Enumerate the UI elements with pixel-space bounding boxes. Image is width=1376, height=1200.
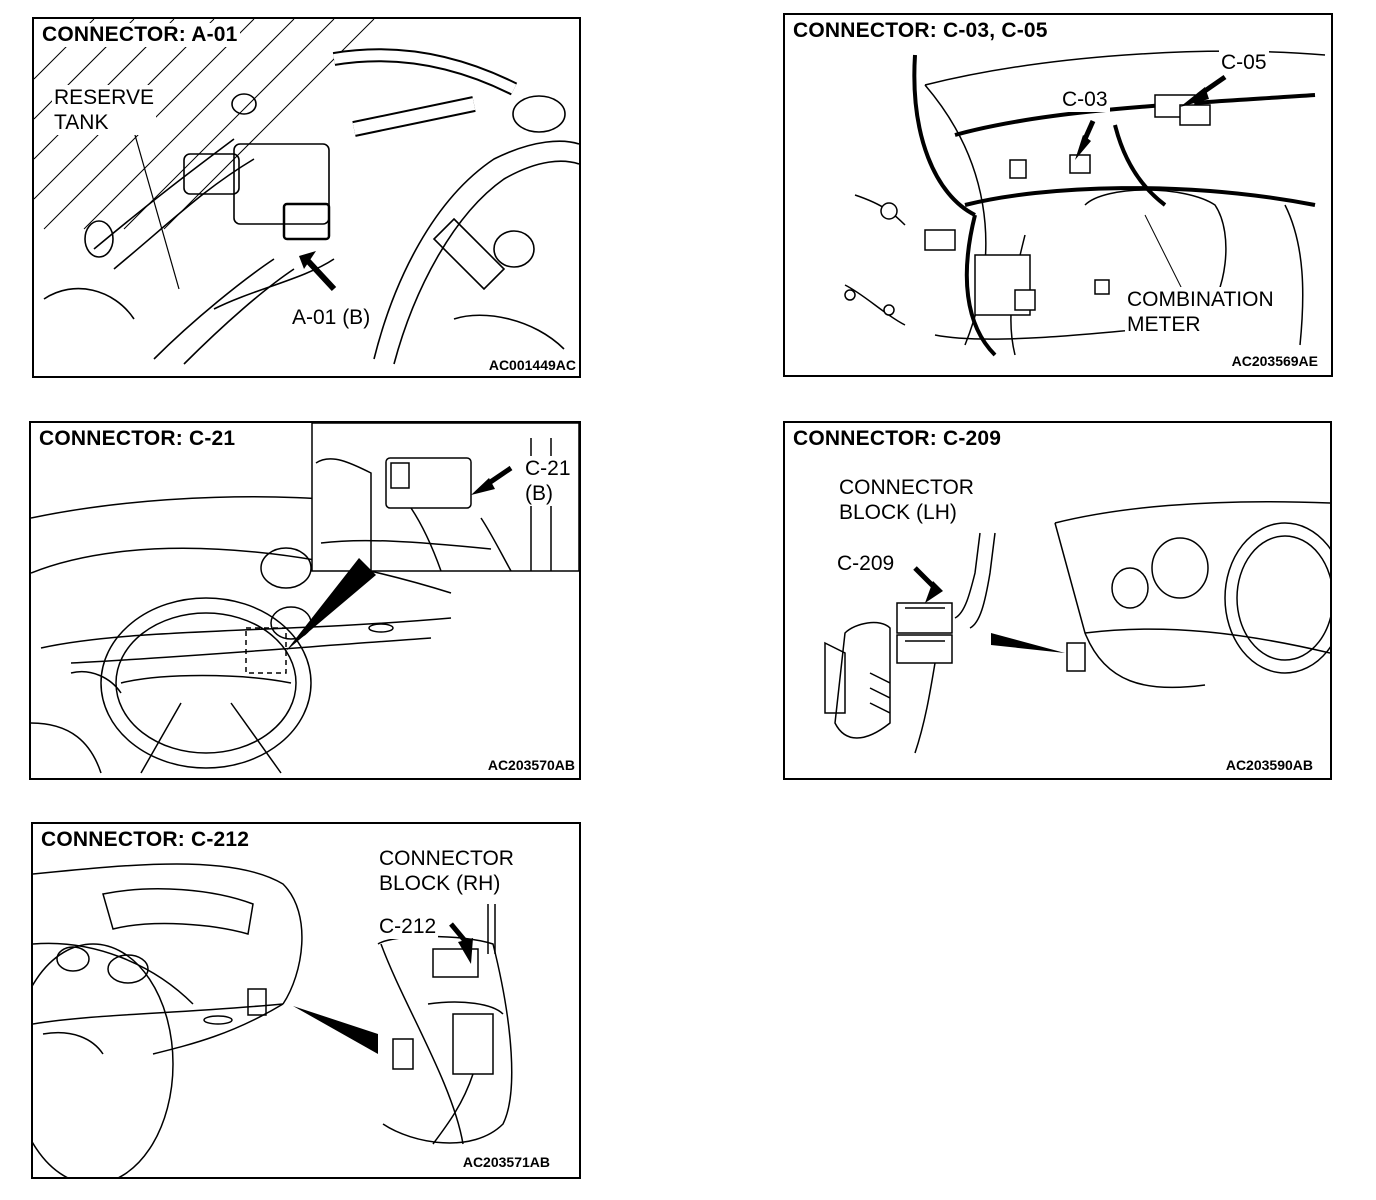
harness-drawing [785, 15, 1331, 375]
figure-code: AC203569AE [1230, 353, 1319, 369]
connector-c209-label: C-209 [835, 551, 897, 576]
panel-connector-c212: CONNECTOR: C-212 CONNECTOR BLOCK (RH) C-… [31, 822, 581, 1179]
connector-block-lh-drawing [785, 423, 1330, 778]
c05-label: C-05 [1219, 50, 1269, 75]
panel-title: CONNECTOR: C-03, C-05 [791, 19, 1050, 43]
reserve-tank-label: RESERVE TANK [52, 85, 156, 135]
combination-meter-label: COMBINATION METER [1125, 287, 1276, 337]
figure-code: AC001449AC [487, 357, 577, 373]
figure-code: AC203571AB [461, 1154, 551, 1170]
figure-code: AC203590AB [1224, 757, 1314, 773]
c03-label: C-03 [1060, 87, 1110, 112]
engine-bay-drawing [34, 19, 579, 376]
connector-block-rh-label: CONNECTOR BLOCK (RH) [379, 847, 514, 895]
figure-code: AC203570AB [486, 757, 576, 773]
panel-title: CONNECTOR: A-01 [40, 23, 240, 47]
connector-c212-label: C-212 [377, 914, 439, 939]
panel-title: CONNECTOR: C-212 [39, 828, 252, 852]
dashboard-drawing [31, 423, 579, 778]
panel-connector-c209: CONNECTOR: C-209 CONNECTOR BLOCK (LH) C-… [783, 421, 1332, 780]
panel-title: CONNECTOR: C-209 [791, 427, 1004, 451]
connector-block-rh-drawing [33, 824, 579, 1177]
connector-block-lh-label: CONNECTOR BLOCK (LH) [839, 476, 974, 524]
panel-connector-a01: CONNECTOR: A-01 RESERVE TANK A-01 (B) AC… [32, 17, 581, 378]
connector-c21-label: C-21 (B) [523, 456, 573, 506]
panel-connector-c03-c05: CONNECTOR: C-03, C-05 C-05 C-03 COMBINAT… [783, 13, 1333, 377]
panel-title: CONNECTOR: C-21 [37, 427, 238, 451]
connector-a01-label: A-01 (B) [290, 305, 373, 330]
panel-connector-c21: CONNECTOR: C-21 C-21 (B) AC203570AB [29, 421, 581, 780]
